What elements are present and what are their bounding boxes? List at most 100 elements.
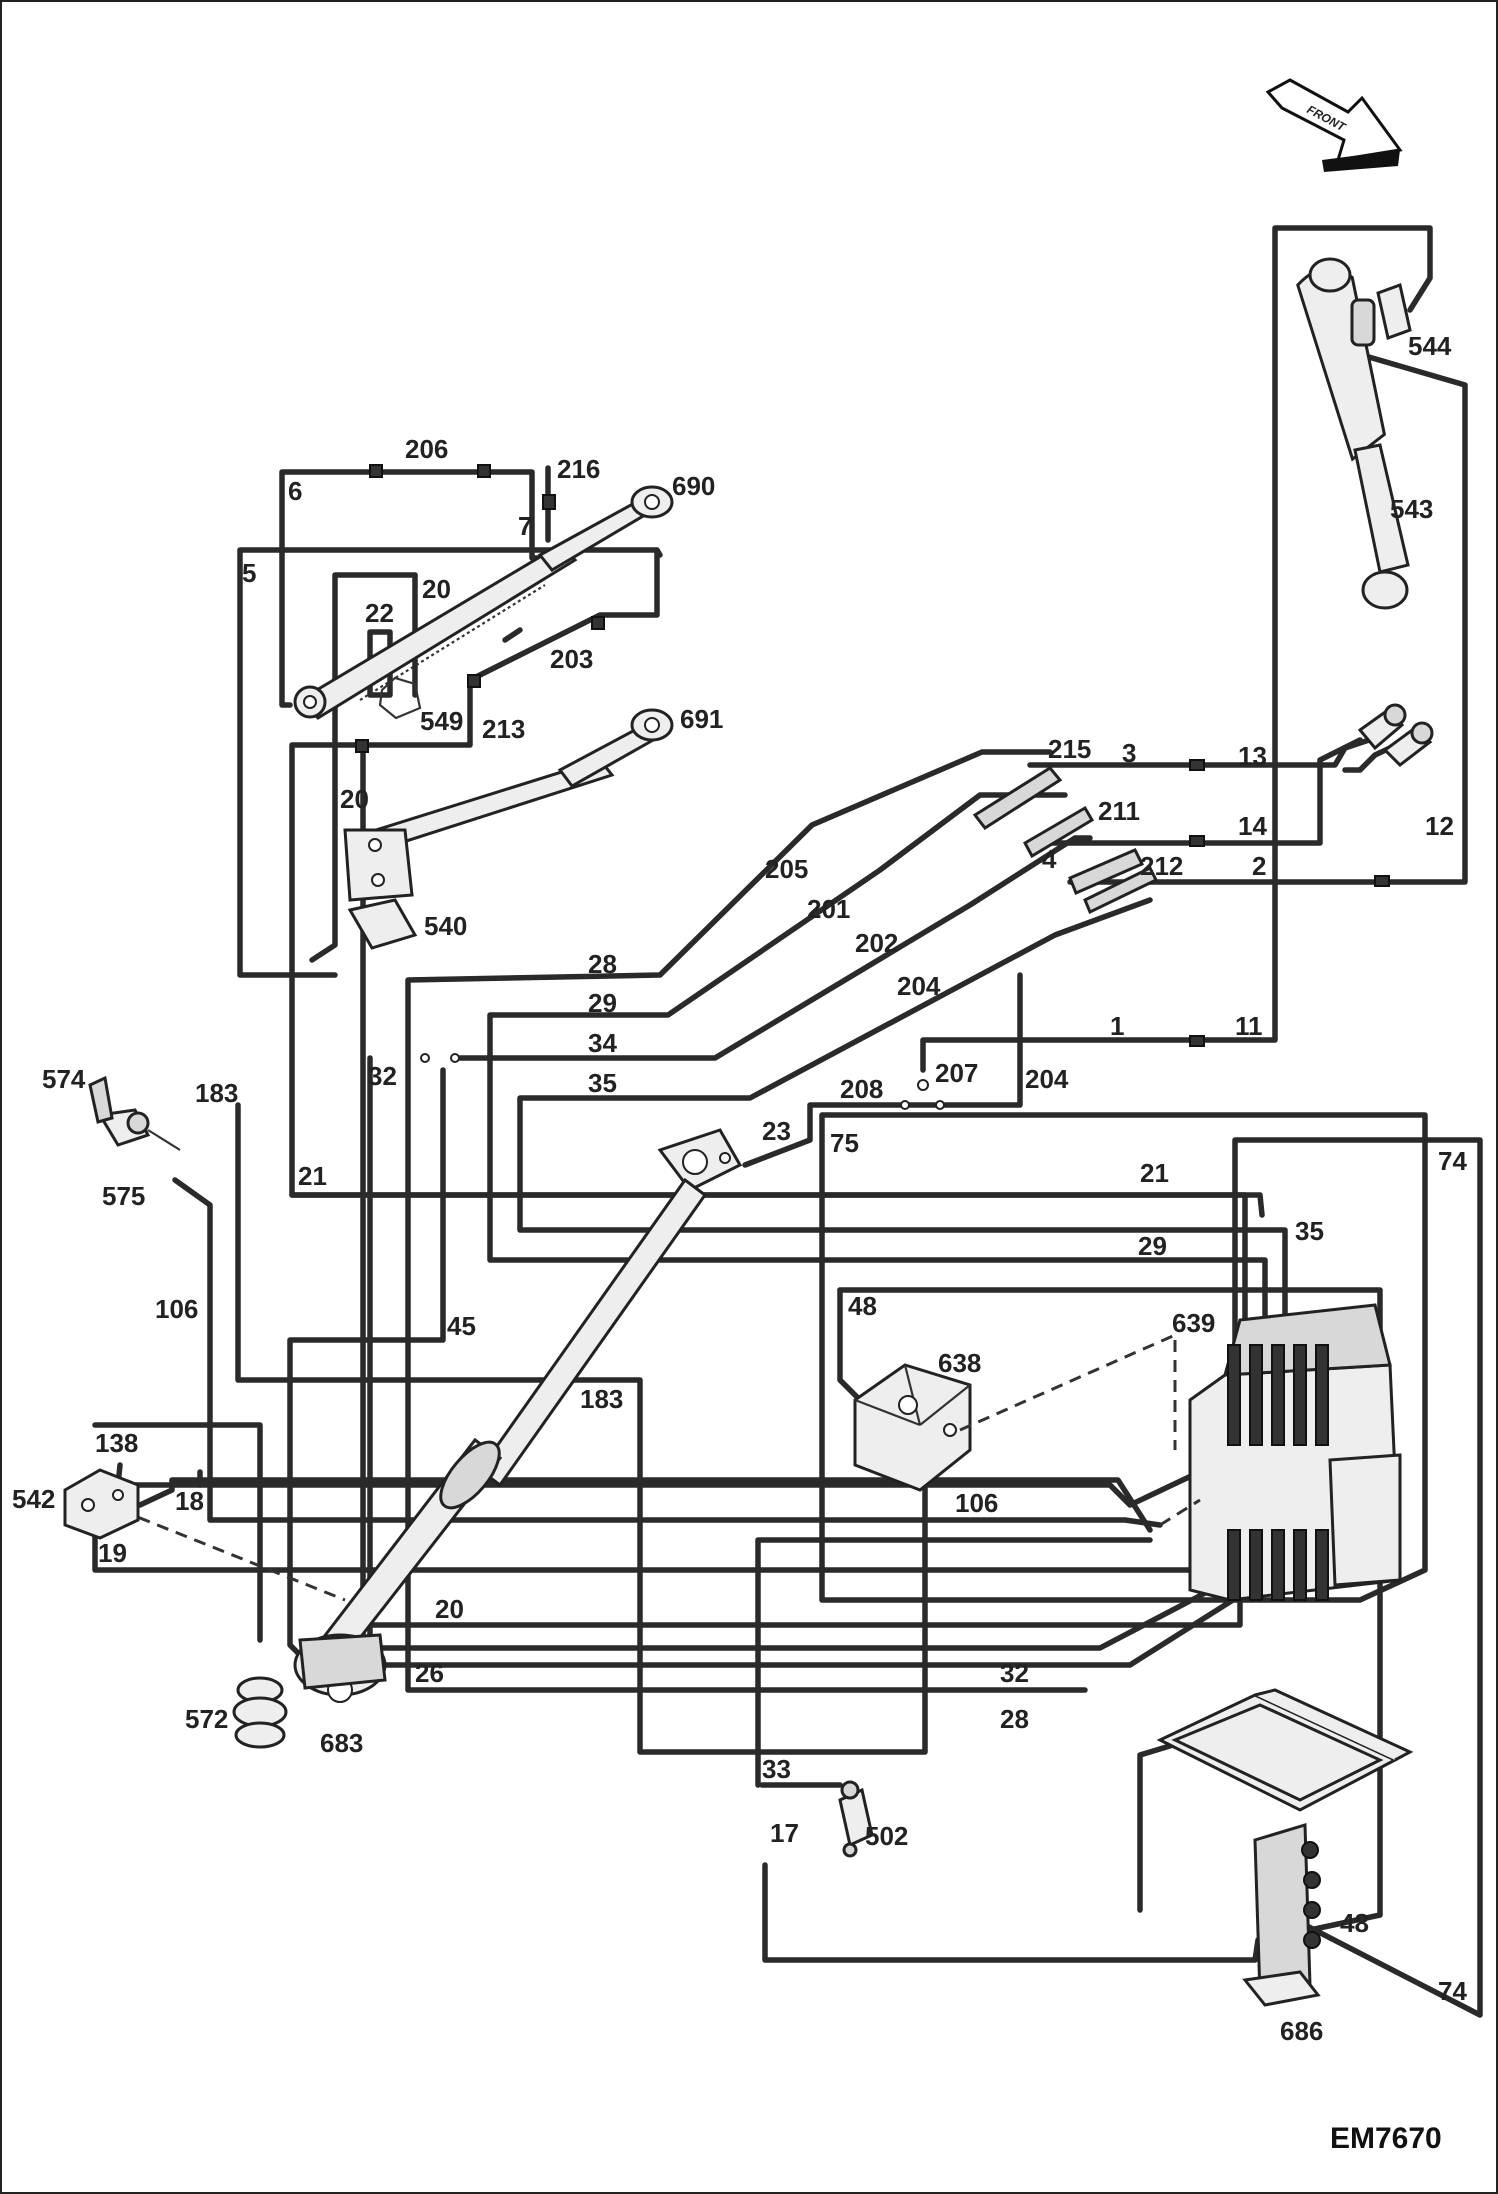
label-45: 45 xyxy=(447,1311,476,1341)
label-21-right: 21 xyxy=(1140,1158,1169,1188)
link-542 xyxy=(119,1508,346,1602)
label-203: 203 xyxy=(550,644,593,674)
label-211: 211 xyxy=(1098,796,1140,826)
label-4: 4 xyxy=(1042,844,1057,874)
swivel-686 xyxy=(1156,1688,1414,2007)
label-502: 502 xyxy=(865,1821,908,1851)
label-183-lower: 183 xyxy=(580,1384,623,1414)
label-639: 639 xyxy=(1172,1308,1215,1338)
label-1: 1 xyxy=(1110,1011,1124,1041)
cylinder-690 xyxy=(293,485,674,720)
label-208: 208 xyxy=(840,1074,883,1104)
line-labels: 206 216 6 7 5 20 22 203 549 213 20 540 2… xyxy=(95,434,1467,2006)
block-638 xyxy=(853,1363,972,1492)
label-686: 686 xyxy=(1280,2016,1323,2046)
tube-bundle xyxy=(972,766,1159,915)
label-207: 207 xyxy=(935,1058,978,1088)
label-14: 14 xyxy=(1238,811,1267,841)
fittings xyxy=(355,464,1390,1110)
label-638: 638 xyxy=(938,1348,981,1378)
label-202: 202 xyxy=(855,928,898,958)
label-33: 33 xyxy=(762,1754,791,1784)
label-204-upper: 204 xyxy=(897,971,941,1001)
label-205: 205 xyxy=(765,854,808,884)
coupler-575 xyxy=(88,1075,181,1151)
label-20-lower: 20 xyxy=(435,1594,464,1624)
bracket-540 xyxy=(347,898,418,950)
label-74-lower: 74 xyxy=(1438,1976,1467,2006)
label-216: 216 xyxy=(557,454,600,484)
label-48-lower: 48 xyxy=(1340,1908,1369,1938)
label-18: 18 xyxy=(175,1486,204,1516)
label-28-lower: 28 xyxy=(1000,1704,1029,1734)
link-106 xyxy=(1159,1498,1201,1527)
label-201: 201 xyxy=(807,894,850,924)
label-26: 26 xyxy=(415,1658,444,1688)
label-48-upper: 48 xyxy=(848,1291,877,1321)
quick-coupler xyxy=(1357,703,1434,767)
label-690: 690 xyxy=(672,471,715,501)
cylinder-base-683 xyxy=(298,1633,387,1690)
label-29-right: 29 xyxy=(1138,1231,1167,1261)
label-75: 75 xyxy=(830,1128,859,1158)
label-11: 11 xyxy=(1235,1011,1263,1041)
label-574: 574 xyxy=(42,1064,86,1094)
label-106-right: 106 xyxy=(955,1488,998,1518)
block-542 xyxy=(63,1468,140,1540)
label-23: 23 xyxy=(762,1116,791,1146)
label-204-lower: 204 xyxy=(1025,1064,1069,1094)
label-691: 691 xyxy=(680,704,723,734)
label-22: 22 xyxy=(365,598,394,628)
label-549: 549 xyxy=(420,706,463,736)
label-212: 212 xyxy=(1140,851,1183,881)
link-639 xyxy=(959,1332,1177,1450)
label-20-mid: 20 xyxy=(340,784,369,814)
label-19: 19 xyxy=(98,1538,127,1568)
label-74-upper: 74 xyxy=(1438,1146,1467,1176)
control-valve-bank xyxy=(1188,1303,1402,1602)
label-3: 3 xyxy=(1122,738,1136,768)
cylinder-691 xyxy=(343,708,674,902)
clip-544 xyxy=(1376,283,1412,340)
label-2: 2 xyxy=(1252,851,1266,881)
label-28-upper: 28 xyxy=(588,949,617,979)
label-35-right: 35 xyxy=(1295,1216,1324,1246)
accumulator-572 xyxy=(232,1676,288,1749)
label-6: 6 xyxy=(288,476,302,506)
label-544: 544 xyxy=(1408,331,1452,361)
label-20-top: 20 xyxy=(422,574,451,604)
label-12: 12 xyxy=(1425,811,1454,841)
front-arrow-icon: FRONT xyxy=(1265,78,1403,172)
label-215: 215 xyxy=(1048,734,1091,764)
label-683: 683 xyxy=(320,1728,363,1758)
label-572: 572 xyxy=(185,1704,228,1734)
label-542: 542 xyxy=(12,1484,55,1514)
cylinder-543 xyxy=(1296,257,1410,610)
valve-549 xyxy=(378,676,422,720)
label-206: 206 xyxy=(405,434,448,464)
label-5: 5 xyxy=(242,558,256,588)
label-543: 543 xyxy=(1390,494,1433,524)
label-7: 7 xyxy=(518,511,532,541)
label-17: 17 xyxy=(770,1818,799,1848)
label-183-upper: 183 xyxy=(195,1078,238,1108)
label-213: 213 xyxy=(482,714,525,744)
drawing-code: EM7670 xyxy=(1330,2122,1442,2155)
component-labels: 690 691 544 543 574 575 542 572 683 502 … xyxy=(12,331,1452,2046)
label-138: 138 xyxy=(95,1428,138,1458)
label-32-lower: 32 xyxy=(1000,1658,1029,1688)
label-29-upper: 29 xyxy=(588,988,617,1018)
label-32-upper: 32 xyxy=(368,1061,397,1091)
label-34: 34 xyxy=(588,1028,617,1058)
label-35-upper: 35 xyxy=(588,1068,617,1098)
valve-502 xyxy=(838,1780,874,1858)
label-13: 13 xyxy=(1238,741,1267,771)
valve-bank-slices xyxy=(1227,1344,1329,1601)
label-575: 575 xyxy=(102,1181,145,1211)
label-540: 540 xyxy=(424,911,467,941)
label-106-left: 106 xyxy=(155,1294,198,1324)
label-21-left: 21 xyxy=(298,1161,327,1191)
hose-lines xyxy=(92,225,1483,2018)
